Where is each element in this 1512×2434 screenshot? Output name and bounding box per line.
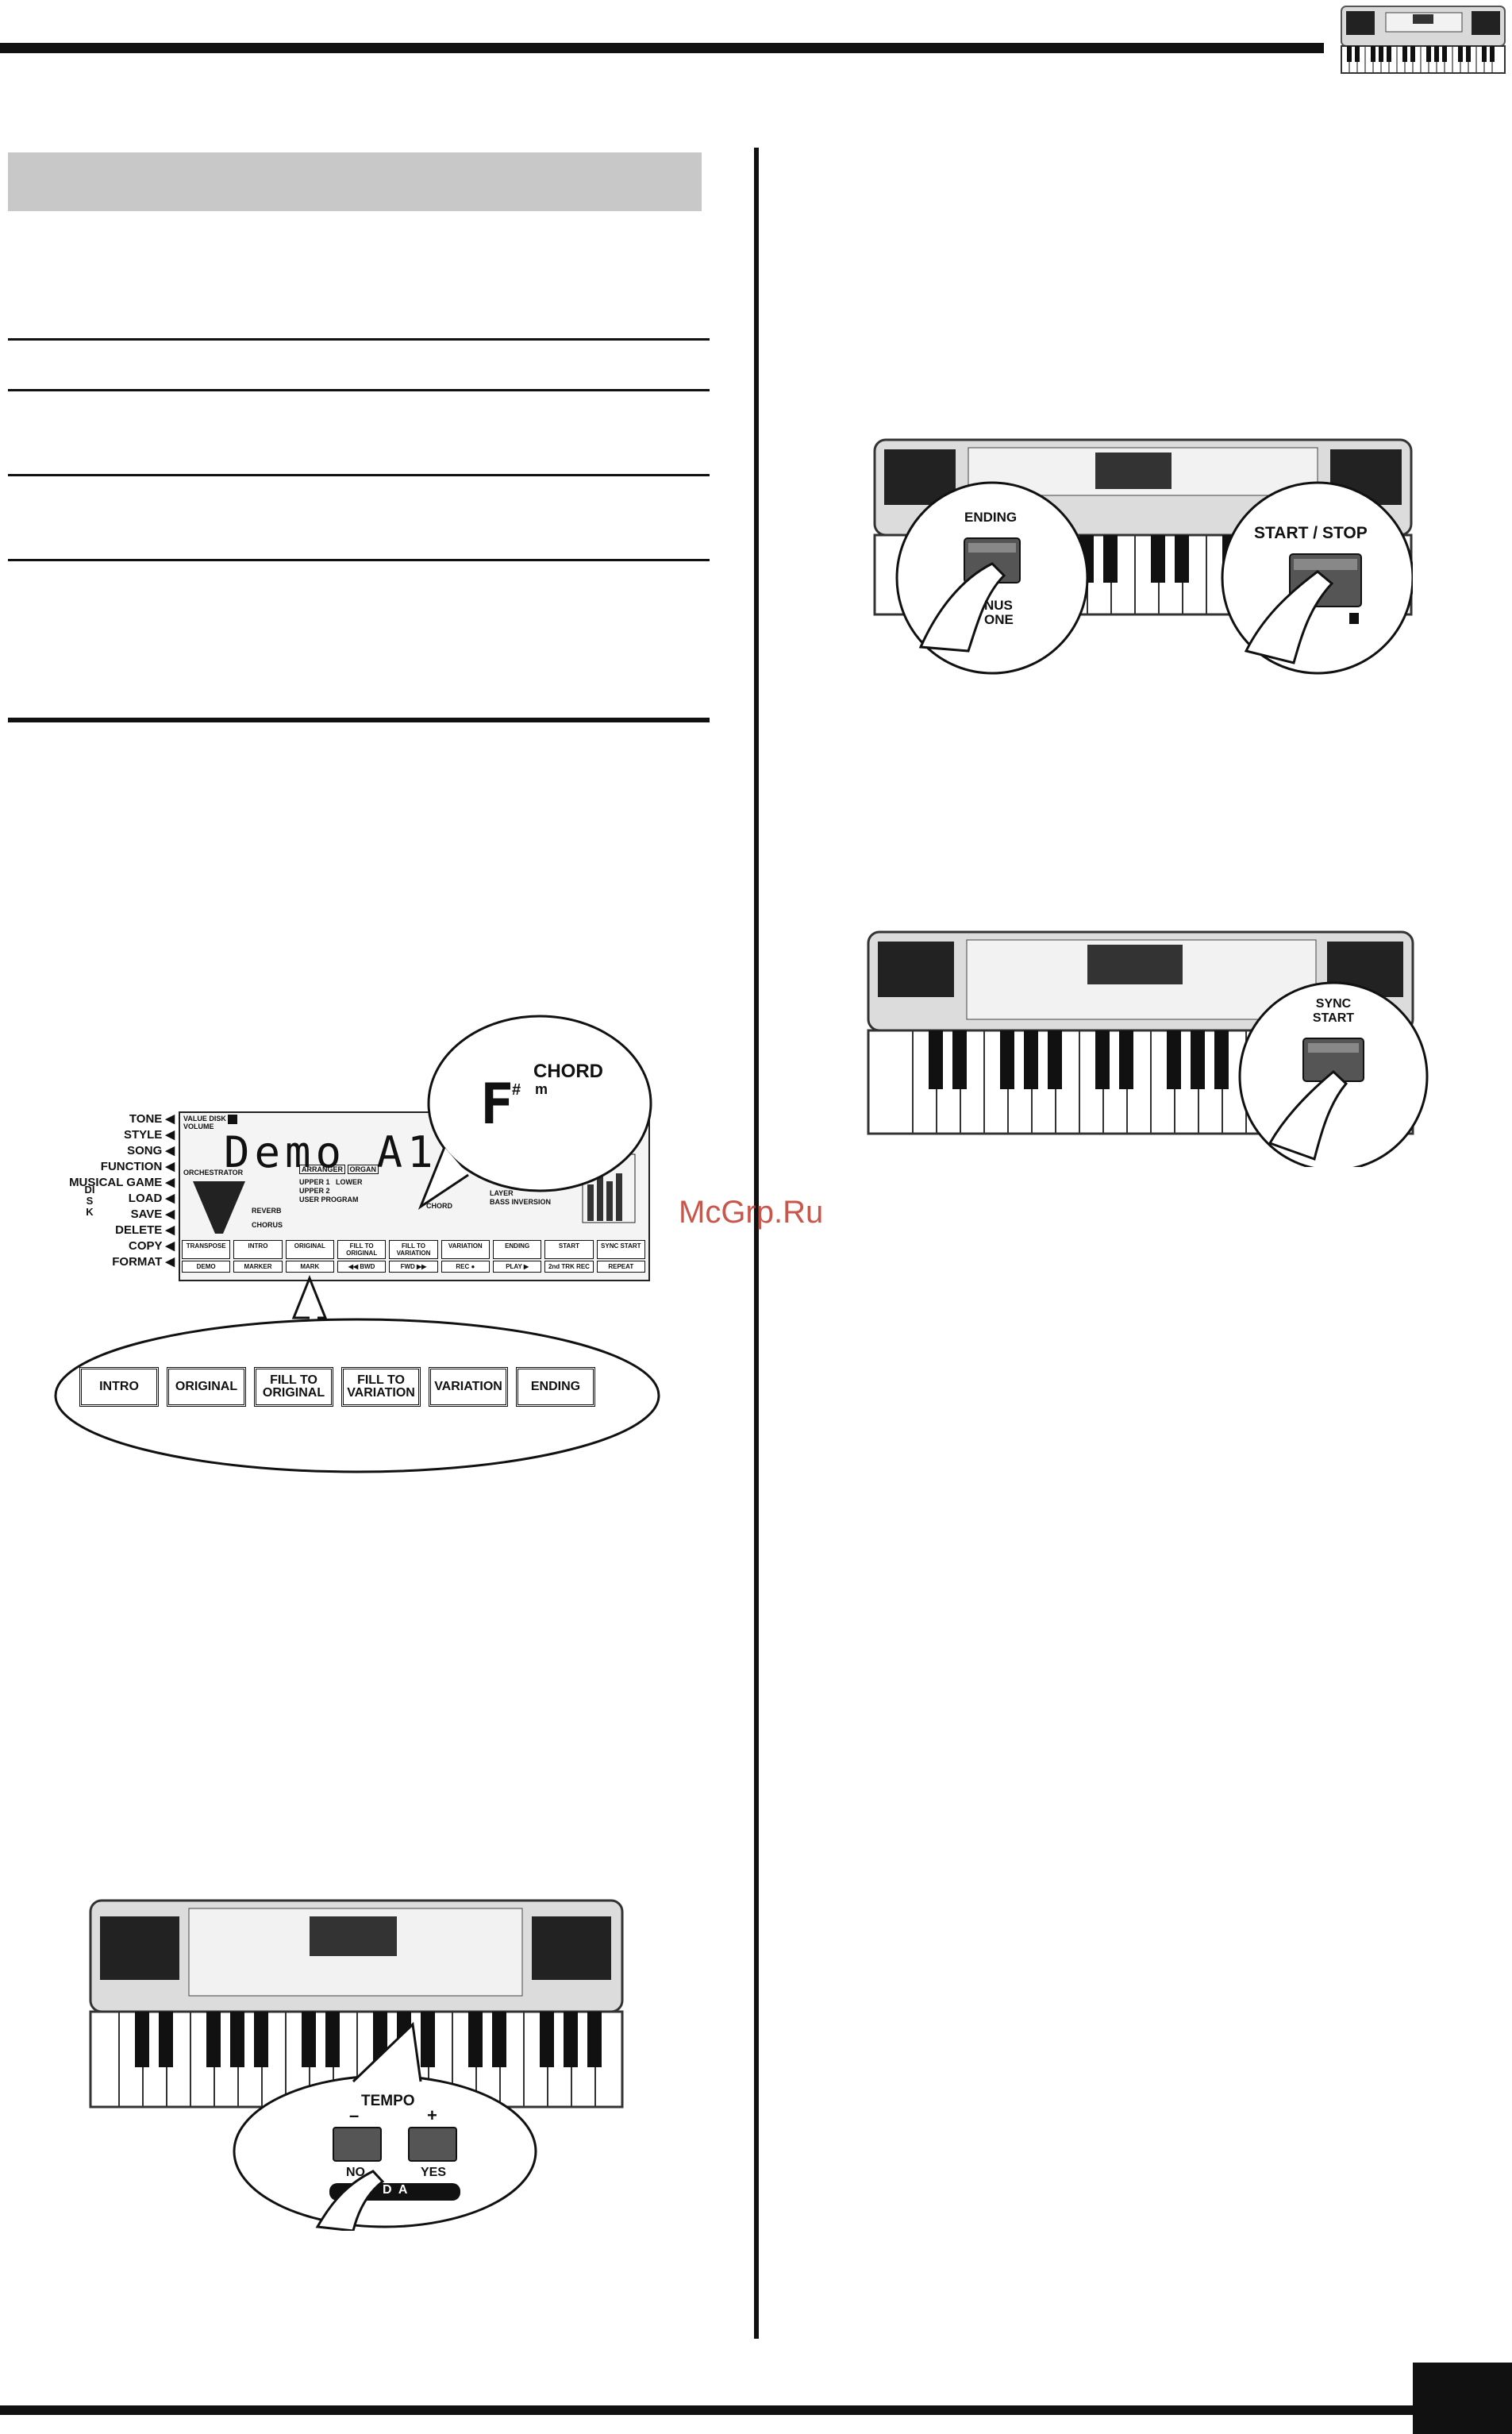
lcd-button-repeat: REPEAT <box>596 1261 645 1273</box>
yes-label: YES <box>421 2166 447 2179</box>
section-heading-box <box>8 152 702 211</box>
tempo-figure: TEMPO – + NO YES D A <box>87 1897 635 2231</box>
table-rule-top <box>8 338 710 341</box>
lcd-indicator <box>228 1115 237 1124</box>
start-stop-callout-label: START / STOP <box>1254 524 1368 542</box>
footer-rule <box>0 2405 1413 2415</box>
fill-to-variation-button[interactable]: FILL TO VARIATION <box>341 1367 421 1407</box>
lcd-button-intro: INTRO <box>233 1240 283 1259</box>
orchestrator-label: ORCHESTRATOR <box>183 1169 244 1177</box>
chord-callout-bubble <box>417 1015 652 1210</box>
lcd-buttons-row2: DEMO MARKER MARK ◀◀ BWD FWD ▶▶ REC ● PLA… <box>182 1261 645 1273</box>
menu-item-style: STYLE ◀ <box>123 1128 175 1142</box>
style-buttons-row: INTRO ORIGINAL FILL TO ORIGINAL FILL TO … <box>79 1367 595 1407</box>
menu-item-musical-game: MUSICAL GAME ◀ <box>69 1176 175 1189</box>
menu-item-copy: COPY ◀ <box>129 1239 175 1253</box>
menu-item-delete: DELETE ◀ <box>115 1223 175 1237</box>
lcd-button-ending: ENDING <box>492 1240 542 1259</box>
menu-item-tone: TONE ◀ <box>129 1112 175 1126</box>
disk-vertical-label: DISK <box>84 1184 95 1218</box>
lcd-button-marker: MARKER <box>233 1261 283 1273</box>
table-rule-bottom <box>8 718 710 722</box>
keyboard-illustration <box>89 1899 624 2231</box>
lcd-button-bwd: ◀◀ BWD <box>337 1261 387 1273</box>
table-rule <box>8 389 710 391</box>
page-number-tab <box>1413 2363 1512 2434</box>
menu-item-load: LOAD ◀ <box>128 1192 175 1205</box>
lcd-button-start: START <box>544 1240 594 1259</box>
table-rule <box>8 559 710 561</box>
original-button[interactable]: ORIGINAL <box>167 1367 246 1407</box>
chorus-label: CHORUS <box>252 1221 283 1229</box>
tempo-minus: – <box>349 2105 360 2125</box>
no-label: NO <box>346 2166 365 2179</box>
lcd-buttons-row1: TRANSPOSE INTRO ORIGINAL FILL TO ORIGINA… <box>182 1240 645 1259</box>
menu-item-function: FUNCTION ◀ <box>100 1160 175 1173</box>
lcd-button-original: ORIGINAL <box>285 1240 334 1259</box>
chord-root: F <box>480 1072 514 1137</box>
lcd-button-rec: REC ● <box>441 1261 490 1273</box>
tempo-label: TEMPO <box>361 2093 415 2109</box>
keyboard-illustration <box>867 930 1429 1167</box>
lcd-button-fwd: FWD ▶▶ <box>389 1261 438 1273</box>
lcd-button-2nd-trk: 2nd TRK REC <box>544 1261 594 1273</box>
ending-callout-label: ENDING <box>964 510 1018 525</box>
menu-item-save: SAVE ◀ <box>130 1207 175 1221</box>
lcd-button-play: PLAY ▶ <box>492 1261 542 1273</box>
variation-button[interactable]: VARIATION <box>429 1367 508 1407</box>
reverb-label: REVERB <box>252 1207 282 1215</box>
tempo-plus: + <box>427 2105 437 2125</box>
lcd-button-mark: MARK <box>285 1261 334 1273</box>
table-rule <box>8 474 710 476</box>
chord-minor: m <box>535 1081 548 1097</box>
lcd-main-text: Demo A1 <box>224 1127 438 1177</box>
fill-to-original-button[interactable]: FILL TO ORIGINAL <box>254 1367 333 1407</box>
lcd-button-fill-variation: FILL TO VARIATION <box>389 1240 438 1259</box>
header-rule <box>0 43 1324 53</box>
keyboard-thumbnail <box>1341 6 1506 74</box>
lcd-button-variation: VARIATION <box>441 1240 490 1259</box>
column-divider <box>754 148 759 2339</box>
menu-item-song: SONG ◀ <box>127 1144 175 1157</box>
lcd-button-transpose: TRANSPOSE <box>182 1240 231 1259</box>
data-label: D A <box>383 2183 408 2197</box>
menu-item-format: FORMAT ◀ <box>112 1255 175 1269</box>
ending-button[interactable]: ENDING <box>516 1367 595 1407</box>
chord-sharp: # <box>512 1081 521 1099</box>
lcd-figure: TONE ◀ STYLE ◀ SONG ◀ FUNCTION ◀ MUSICAL… <box>48 1008 652 1485</box>
intro-button[interactable]: INTRO <box>79 1367 159 1407</box>
lcd-button-sync-start: SYNC START <box>596 1240 645 1259</box>
keyboard-illustration <box>873 438 1413 675</box>
watermark-text: McGrp.Ru <box>679 1195 824 1230</box>
lcd-button-demo: DEMO <box>182 1261 231 1273</box>
style-buttons-callout-oval <box>54 1274 660 1473</box>
chord-label: CHORD <box>426 1202 452 1210</box>
orchestrator-meter <box>193 1181 245 1234</box>
lcd-button-fill-original: FILL TO ORIGINAL <box>337 1240 387 1259</box>
lcd-menu-list: TONE ◀ STYLE ◀ SONG ◀ FUNCTION ◀ MUSICAL… <box>48 1111 175 1270</box>
chord-callout-label: CHORD <box>533 1061 603 1082</box>
lcd-mode-labels: ARRANGER ORGAN <box>299 1165 379 1174</box>
